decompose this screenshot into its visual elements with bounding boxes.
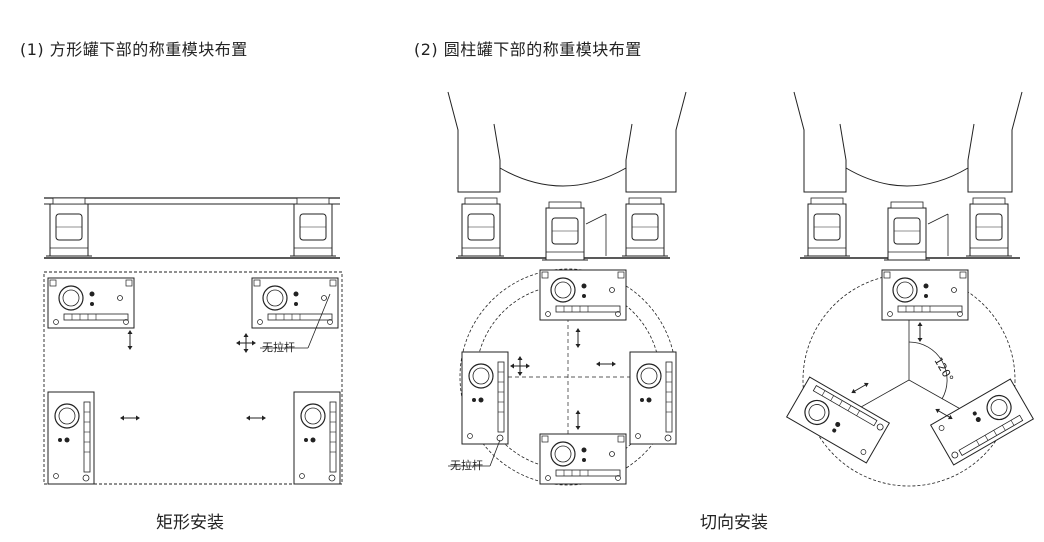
cylinder-tank-elevation-left	[447, 91, 687, 261]
cylinder-plan-four-modules	[448, 268, 677, 486]
rectangular-caption: 矩形安装	[156, 513, 224, 533]
cylinder-tank-title: (2) 圆柱罐下部的称重模块布置	[414, 40, 642, 59]
square-tank-title: (1) 方形罐下部的称重模块布置	[20, 40, 248, 59]
tangential-caption: 切向安装	[700, 513, 768, 533]
cylinder-tank-elevation-right	[793, 91, 1023, 261]
no-tie-rod-label-1: 无拉杆	[262, 340, 295, 354]
cylinder-plan-three-modules	[786, 269, 1034, 487]
square-tank-elevation	[44, 197, 340, 259]
angle-label: 120°	[931, 355, 956, 384]
square-tank-plan	[43, 271, 343, 485]
no-tie-rod-label-2: 无拉杆	[450, 458, 483, 472]
